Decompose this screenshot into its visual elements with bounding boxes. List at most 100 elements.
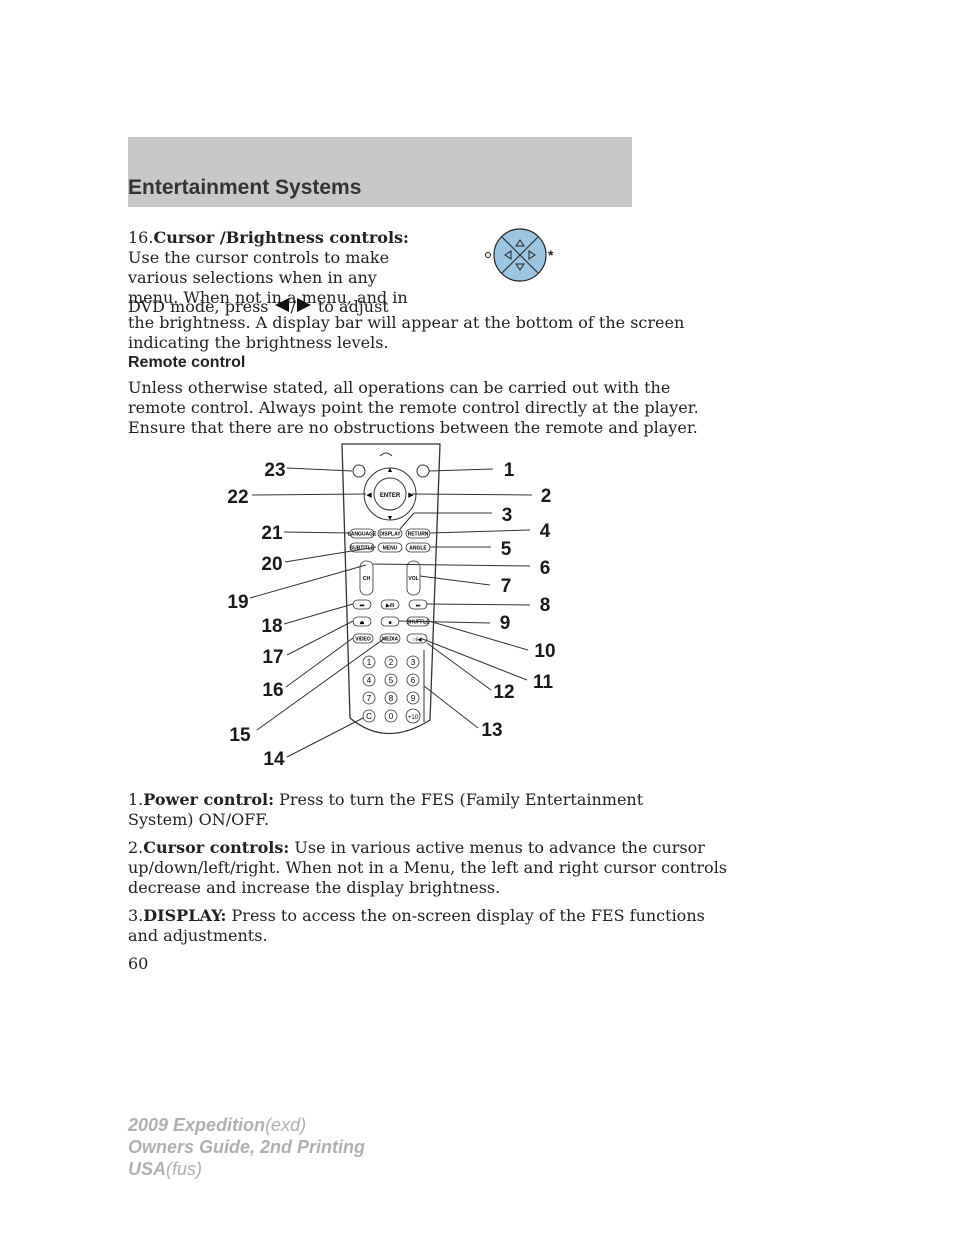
item-number: 3.: [128, 906, 144, 925]
key-2: 2: [389, 658, 394, 667]
angle-button: ANGLE: [409, 546, 427, 552]
svg-text:■: ■: [388, 620, 391, 626]
item16-dvd-post: to adjust: [317, 297, 389, 316]
key-8: 8: [389, 694, 394, 703]
callout-23: 23: [264, 460, 285, 481]
brightness-icon: [352, 464, 366, 478]
key-5: 5: [389, 676, 394, 685]
subtitle-button: SUBTITLE: [350, 546, 375, 552]
key-c: C: [366, 712, 372, 721]
key-0: 0: [389, 712, 394, 721]
item-power: 1.Power control: Press to turn the FES (…: [128, 790, 643, 810]
callout-4: 4: [540, 521, 551, 542]
svg-text:*: *: [548, 247, 554, 263]
item-title: DISPLAY:: [143, 906, 227, 925]
footer-guide: Owners Guide, 2nd Printing: [128, 1137, 366, 1157]
enter-ring: [373, 477, 407, 511]
item-number: 2.: [128, 838, 144, 857]
ch-label: CH: [363, 576, 371, 582]
media-button: MEDIA: [382, 637, 399, 643]
footer: 2009 Expedition(exd) Owners Guide, 2nd P…: [128, 1114, 365, 1180]
callout-3: 3: [502, 505, 513, 526]
remote-control-diagram: ENTER ▲ ▼ ◀ ▶ LANGUAGE DISPLAY RETURN SU…: [227, 443, 556, 770]
item16-dvd-pre: DVD mode, press: [128, 297, 269, 316]
enter-label: ENTER: [380, 493, 401, 499]
item16-title: Cursor /Brightness controls:: [153, 228, 409, 247]
callout-17: 17: [262, 647, 283, 668]
remote-paragraph-line: Unless otherwise stated, all operations …: [128, 378, 671, 397]
callout-20: 20: [261, 554, 282, 575]
display-button: DISPLAY: [379, 532, 401, 538]
callout-7: 7: [501, 576, 512, 597]
callout-16: 16: [262, 680, 283, 701]
item16-line: the brightness. A display bar will appea…: [128, 313, 685, 332]
item16-line: indicating the brightness levels.: [128, 333, 389, 352]
item-text: Press to turn the FES (Family Entertainm…: [279, 790, 644, 809]
callout-13: 13: [481, 720, 502, 741]
item-text: Press to access the on-screen display of…: [231, 906, 705, 925]
footer-model-code: (exd): [265, 1115, 307, 1135]
power-icon: [416, 464, 430, 478]
callout-2: 2: [541, 486, 552, 507]
return-button: RETURN: [408, 532, 429, 538]
cursor-pad-icon: *: [485, 228, 554, 282]
callout-19: 19: [227, 592, 248, 613]
item-text-line: and adjustments.: [128, 926, 268, 945]
video-button: VIDEO: [355, 637, 371, 643]
key-plus10: +10: [408, 715, 419, 721]
svg-text:◀: ◀: [366, 492, 372, 499]
callout-12: 12: [493, 682, 514, 703]
svg-text:▶: ▶: [408, 492, 414, 499]
item-text-line: System) ON/OFF.: [128, 810, 270, 829]
svg-text:⏏: ⏏: [360, 620, 365, 626]
svg-text:⏮: ⏮: [360, 603, 365, 609]
footer-market-code: (fus): [166, 1159, 203, 1179]
remote-control-heading: Remote control: [128, 354, 246, 371]
svg-text:▼: ▼: [387, 515, 394, 522]
item16-heading: 16.Cursor /Brightness controls:: [128, 228, 409, 248]
svg-text:▲: ▲: [387, 467, 394, 474]
callout-18: 18: [261, 616, 282, 637]
page-title: Entertainment Systems: [128, 176, 362, 199]
left-arrow-icon: [275, 298, 290, 312]
remote-paragraph-line: remote control. Always point the remote …: [128, 398, 699, 417]
item16-slash: /: [290, 297, 296, 316]
key-9: 9: [411, 694, 416, 703]
callout-15: 15: [229, 725, 251, 746]
item16-dvd-line: DVD mode, press / to adjust: [128, 293, 389, 321]
item16-line: Use the cursor controls to make: [128, 248, 390, 267]
callout-22: 22: [227, 487, 248, 508]
right-arrow-icon: [296, 298, 311, 312]
item-number: 1.: [128, 790, 144, 809]
callout-21: 21: [261, 523, 283, 544]
key-3: 3: [411, 658, 416, 667]
footer-model: 2009 Expedition: [128, 1115, 266, 1135]
key-6: 6: [411, 676, 416, 685]
remote-ir-icon: [379, 452, 393, 457]
callout-8: 8: [540, 595, 551, 616]
callout-14: 14: [263, 749, 285, 770]
key-1: 1: [367, 658, 372, 667]
item-text: Use in various active menus to advance t…: [294, 838, 705, 857]
item-title: Power control:: [143, 790, 275, 809]
menu-button: MENU: [383, 546, 398, 552]
item-text-line: decrease and increase the display bright…: [128, 878, 501, 897]
svg-text:▶/II: ▶/II: [385, 603, 395, 609]
remote-paragraph-line: Ensure that there are no obstructions be…: [128, 418, 698, 437]
callout-6: 6: [540, 558, 551, 579]
item-text-line: up/down/left/right. When not in a Menu, …: [128, 858, 728, 877]
item16-number: 16.: [128, 228, 154, 247]
item16-line: menu. When not in a menu, and in: [128, 288, 408, 307]
key-7: 7: [367, 694, 372, 703]
header-band: [128, 137, 632, 207]
item-cursor: 2.Cursor controls: Use in various active…: [128, 838, 705, 858]
callout-9: 9: [500, 613, 511, 634]
svg-text:∩/◀: ∩/◀: [413, 637, 422, 643]
page-number: 60: [128, 954, 149, 973]
callout-5: 5: [501, 539, 512, 560]
item-display: 3.DISPLAY: Press to access the on-screen…: [128, 906, 705, 926]
key-4: 4: [367, 676, 372, 685]
remote-body: [341, 443, 441, 735]
callout-1: 1: [504, 460, 515, 481]
svg-text:⏭: ⏭: [416, 603, 421, 609]
